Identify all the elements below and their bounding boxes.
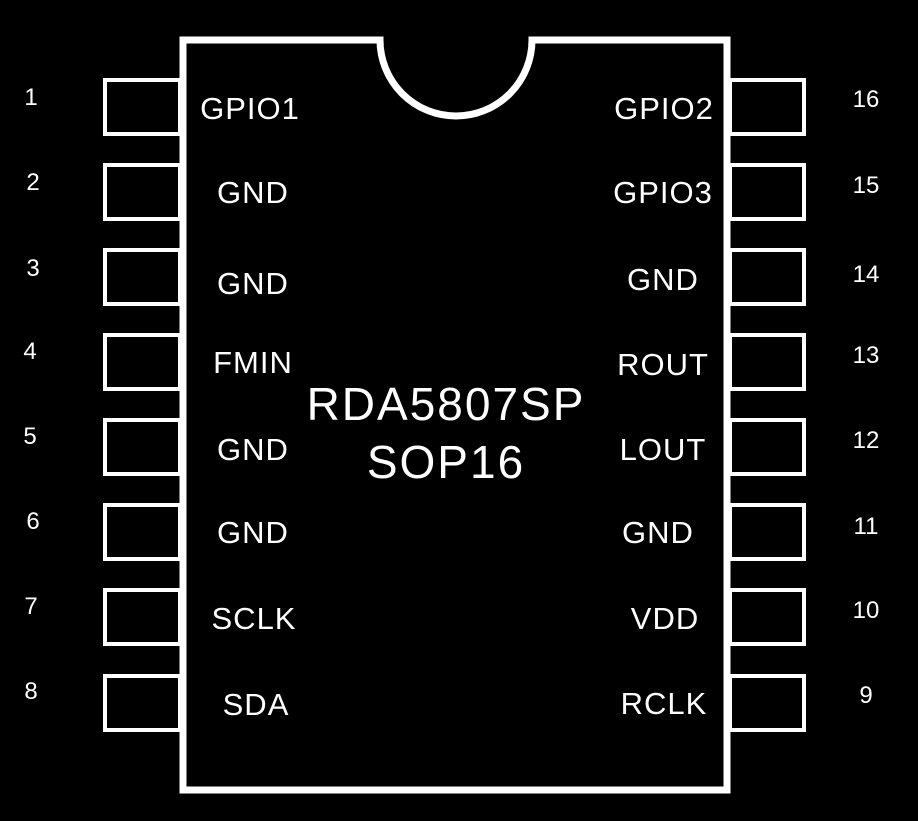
left-pin-4: 4 FMIN [23, 333, 293, 391]
pin-name-label: RCLK [621, 686, 708, 721]
pin-number: 12 [853, 427, 880, 454]
pin-number: 11 [854, 513, 879, 540]
pin-number: 8 [24, 678, 37, 705]
pin-name-label: GND [217, 515, 289, 550]
chip-part-number: RDA5807SP [307, 378, 586, 430]
pin-number: 15 [853, 172, 880, 199]
pin-number: 7 [24, 593, 37, 620]
pin-number: 13 [853, 342, 880, 369]
pin-name-label: VDD [631, 601, 699, 636]
pin-pad [103, 674, 182, 732]
left-pin-6: 6 GND [26, 503, 289, 561]
pin-name-label: GND [217, 432, 289, 467]
pin-pad [728, 588, 806, 646]
pin-pad [103, 333, 182, 391]
pin-name-label: GND [217, 266, 289, 301]
pin-pad [103, 78, 182, 136]
right-pin-11: 11 GND [622, 503, 879, 561]
pin-pad [728, 333, 806, 391]
left-pin-8: 8 SDA [24, 674, 290, 732]
pin-number: 10 [853, 597, 880, 624]
pin-name-label: SDA [223, 687, 290, 722]
pin-number: 14 [853, 261, 880, 288]
pin-pad [728, 163, 806, 221]
pin-name-label: GPIO2 [614, 91, 714, 126]
left-pin-2: 2 GND [26, 163, 289, 221]
pin-pad [103, 418, 182, 476]
pin-pad [728, 418, 806, 476]
right-pin-13: 13 ROUT [617, 333, 880, 391]
right-pin-12: 12 LOUT [620, 418, 880, 476]
pin-name-label: ROUT [617, 347, 709, 382]
pin-pad [728, 78, 806, 136]
right-pin-10: 10 VDD [631, 588, 880, 646]
pin-name-label: FMIN [213, 345, 293, 380]
pin-number: 6 [26, 508, 39, 535]
left-pin-1: 1 GPIO1 [24, 78, 300, 136]
pin-pad [103, 248, 182, 306]
pin-number: 2 [26, 169, 39, 196]
pin-name-label: GND [627, 262, 699, 297]
right-pin-9: 9 RCLK [621, 674, 873, 732]
pin-pad [103, 163, 182, 221]
pin-name-label: LOUT [620, 432, 707, 467]
left-pin-7: 7 SCLK [24, 588, 297, 646]
pin-name-label: GND [217, 175, 289, 210]
right-pin-16: 16 GPIO2 [614, 78, 880, 136]
pin-pad [728, 248, 806, 306]
pin-pad [103, 588, 182, 646]
pin-number: 9 [859, 682, 872, 709]
right-pin-15: 15 GPIO3 [613, 163, 880, 221]
pin-name-label: GPIO1 [200, 91, 300, 126]
pin-number: 3 [26, 255, 39, 282]
pin-pad [728, 503, 806, 561]
right-pin-14: 14 GND [627, 248, 880, 306]
pin-pad [728, 674, 806, 732]
left-pin-5: 5 GND [23, 418, 289, 476]
pin-number: 4 [23, 338, 36, 365]
pin-number: 1 [24, 84, 37, 111]
chip-package-label: SOP16 [367, 436, 525, 488]
chip-body-outline [179, 36, 731, 794]
pin-pad [103, 503, 182, 561]
pin-name-label: GPIO3 [613, 175, 713, 210]
pin-number: 5 [23, 423, 36, 450]
pin-number: 16 [853, 86, 880, 113]
pin-name-label: GND [622, 515, 694, 550]
pin-name-label: SCLK [212, 601, 297, 636]
left-pin-3: 3 GND [26, 248, 289, 306]
